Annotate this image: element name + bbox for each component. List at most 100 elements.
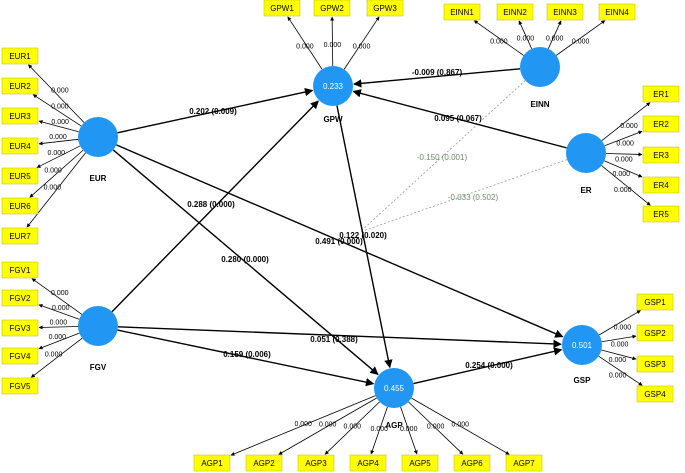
path-arrow-agp-gsp[interactable]	[413, 347, 563, 385]
indicator-fgv4[interactable]: FGV4	[1, 347, 39, 365]
loading-arrow-eur5	[36, 145, 81, 168]
loading-arrow-er1	[601, 102, 651, 141]
loading-arrow-er4	[604, 160, 643, 178]
indicator-box	[193, 454, 231, 472]
indicator-agp1[interactable]: AGP1	[193, 454, 231, 472]
construct-label: AGP	[385, 421, 403, 430]
indicator-label: GPW3	[373, 4, 397, 13]
loading-value-agp3: 0.000	[344, 424, 362, 431]
indicator-eur1[interactable]: EUR1	[1, 47, 39, 65]
path-arrow-er-gpw[interactable]	[352, 89, 567, 149]
indicator-agp7[interactable]: AGP7	[505, 454, 543, 472]
indicator-eur7[interactable]: EUR7	[1, 227, 39, 245]
indicator-box	[636, 355, 674, 373]
loading-arrow-fgv1	[31, 278, 82, 315]
construct-label: GSP	[574, 376, 592, 385]
indicator-eur6[interactable]: EUR6	[1, 197, 39, 215]
loading-arrow-fgv2	[38, 304, 80, 320]
indicator-agp6[interactable]: AGP6	[453, 454, 491, 472]
loading-value-agp1: 0.000	[294, 421, 312, 428]
indicator-gsp2[interactable]: GSP2	[636, 324, 674, 342]
construct-er[interactable]: ER	[566, 133, 606, 195]
loading-arrow-agp5	[400, 406, 418, 455]
indicator-box	[1, 319, 39, 337]
indicator-label: AGP1	[201, 459, 223, 468]
path-arrow-fgv-agp[interactable]	[117, 329, 375, 387]
loading-value-er2: 0.000	[616, 141, 634, 148]
indicator-eur3[interactable]: EUR3	[1, 107, 39, 125]
indicator-eur2[interactable]: EUR2	[1, 77, 39, 95]
indicator-box	[366, 0, 404, 17]
path-arrow-fgv-gpw[interactable]	[111, 100, 319, 313]
loading-arrow-eur6	[29, 149, 84, 198]
indicator-gpw3[interactable]: GPW3	[366, 0, 404, 17]
indicator-box	[1, 197, 39, 215]
indicator-einn2[interactable]: EINN2	[496, 3, 534, 21]
loading-value-gsp1: 0.000	[614, 324, 632, 331]
path-arrow-gpw-agp[interactable]	[336, 105, 393, 369]
path-arrow-fgv-gsp[interactable]	[117, 326, 562, 349]
loading-value-fgv3: 0.000	[50, 320, 68, 327]
indicator-fgv1[interactable]: FGV1	[1, 261, 39, 279]
path-coefficient-agp-gsp: 0.254 (0.000)	[465, 361, 513, 370]
loading-arrow-fgv3	[38, 325, 79, 330]
indicator-box	[546, 3, 584, 21]
indicator-eur5[interactable]: EUR5	[1, 167, 39, 185]
indicator-label: AGP7	[513, 459, 535, 468]
indicator-agp4[interactable]: AGP4	[349, 454, 387, 472]
indicator-er5[interactable]: ER5	[642, 205, 680, 223]
construct-fgv[interactable]: FGV	[78, 306, 118, 372]
path-arrow-einn-gpw[interactable]	[353, 68, 521, 88]
loading-value-gsp3: 0.000	[609, 357, 627, 364]
indicator-label: FGV5	[10, 382, 31, 391]
loading-value-er5: 0.000	[614, 187, 632, 194]
indicator-einn3[interactable]: EINN3	[546, 3, 584, 21]
loading-arrow-gsp4	[598, 355, 643, 386]
loading-arrow-gsp3	[601, 349, 637, 361]
indicator-fgv2[interactable]: FGV2	[1, 289, 39, 307]
indicator-agp5[interactable]: AGP5	[401, 454, 439, 472]
loading-arrow-eur1	[28, 64, 85, 123]
indicator-label: EUR7	[9, 232, 31, 241]
indicator-eur4[interactable]: EUR4	[1, 137, 39, 155]
indicator-box	[263, 0, 301, 17]
indicator-er2[interactable]: ER2	[642, 115, 680, 133]
construct-circle	[520, 47, 560, 87]
construct-einn[interactable]: EINN	[520, 47, 560, 109]
construct-eur[interactable]: EUR	[78, 117, 118, 183]
indicator-fgv3[interactable]: FGV3	[1, 319, 39, 337]
loading-value-fgv1: 0.000	[51, 290, 69, 297]
indicator-label: AGP6	[461, 459, 483, 468]
indicator-gsp1[interactable]: GSP1	[636, 293, 674, 311]
indicator-einn1[interactable]: EINN1	[443, 3, 481, 21]
indicator-agp2[interactable]: AGP2	[245, 454, 283, 472]
indicator-agp3[interactable]: AGP3	[297, 454, 335, 472]
path-labels-layer: 0.000 0.000 0.000 0.000 0.000 0.000 0.000 0.000…	[44, 35, 638, 433]
indicator-gpw2[interactable]: GPW2	[313, 0, 351, 17]
indicator-label: GSP2	[644, 329, 666, 338]
path-arrow-eur-gpw[interactable]	[117, 87, 314, 134]
indicator-gpw1[interactable]: GPW1	[263, 0, 301, 17]
path-arrow-eur-gsp[interactable]	[116, 144, 564, 338]
indicator-gsp4[interactable]: GSP4	[636, 385, 674, 403]
indicator-er1[interactable]: ER1	[642, 85, 680, 103]
indicator-label: EINN3	[553, 8, 577, 17]
loading-value-eur4: 0.000	[49, 134, 67, 141]
indicator-gsp3[interactable]: GSP3	[636, 355, 674, 373]
loading-value-eur7: 0.000	[44, 184, 62, 191]
loading-arrow-er5	[601, 165, 651, 206]
path-arrow-eur-agp[interactable]	[112, 149, 379, 375]
indicator-label: EINN1	[450, 8, 474, 17]
indicator-er4[interactable]: ER4	[642, 176, 680, 194]
indicator-label: ER2	[653, 120, 669, 129]
indicator-einn4[interactable]: EINN4	[598, 3, 636, 21]
indicator-label: FGV2	[10, 294, 31, 303]
indicator-fgv5[interactable]: FGV5	[1, 377, 39, 395]
indicator-er3[interactable]: ER3	[642, 146, 680, 164]
construct-r-squared: 0.233	[323, 82, 344, 91]
